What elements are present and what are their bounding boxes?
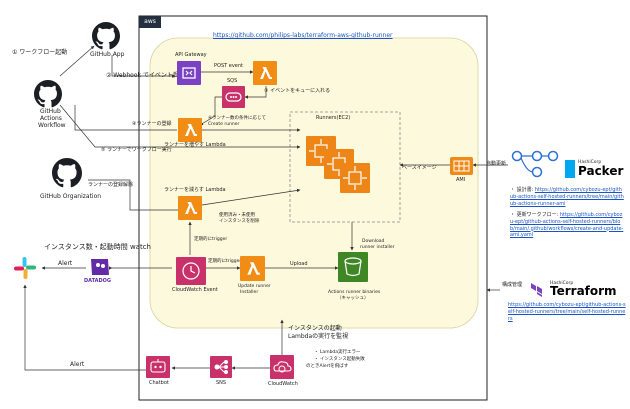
label-run-workflow: ⑤ ランナーでワークフロー実行 bbox=[101, 147, 172, 153]
label-deregister: ランナーの登録解除 bbox=[88, 182, 134, 188]
label-create-runner-1: ④ランナー数の条件に応じて bbox=[208, 116, 267, 121]
label-scale-up-lambda: ランナーを増やす Lambda bbox=[164, 142, 226, 148]
github-actions-label-2: Actions bbox=[40, 115, 62, 122]
label-watch-title: インスタンス数・起動時間 watch bbox=[44, 243, 151, 251]
label-err-3: のときAlertを飛ばす bbox=[306, 364, 349, 369]
label-download-1: Download bbox=[362, 239, 385, 244]
design-doc-label: ・ 設計書: bbox=[510, 187, 535, 193]
github-org-octocat-icon bbox=[52, 158, 82, 188]
cloudwatch-event-label: CloudWatch Event bbox=[172, 287, 218, 293]
label-base-image: ベースイメージ bbox=[402, 165, 437, 171]
update-installer-lambda-icon bbox=[240, 256, 265, 281]
label-scale-down-lambda: ランナーを減らす Lambda bbox=[164, 187, 226, 193]
github-app-label: GitHub App bbox=[90, 51, 125, 58]
webhook-lambda-icon bbox=[253, 61, 277, 85]
ami-label: AMI bbox=[456, 177, 466, 183]
slack-icon bbox=[14, 257, 36, 279]
terraform-brand: HashiCorp bbox=[550, 281, 574, 286]
design-doc-note: ・ 設計書: https://github.com/cybozu-ept/git… bbox=[510, 187, 625, 207]
label-create-runner-2: Create runner bbox=[208, 122, 240, 127]
terraform-label: Terraform bbox=[550, 284, 617, 298]
cloudwatch-label: CloudWatch bbox=[268, 381, 298, 387]
label-err-2: ・ インスタンス起動失敗 bbox=[314, 357, 365, 362]
runners-group-boundary bbox=[289, 111, 401, 223]
aws-logo: aws bbox=[139, 16, 161, 28]
packer-label: Packer bbox=[578, 164, 624, 178]
sns-label: SNS bbox=[216, 380, 227, 386]
ec2-instance-icon-3 bbox=[340, 163, 370, 193]
github-actions-label-3: Workflow bbox=[38, 122, 66, 129]
github-app-octocat-icon bbox=[92, 22, 120, 50]
label-err-1: ・ Lambda実行エラー bbox=[314, 350, 361, 355]
packer-brand: HashiCorp bbox=[578, 160, 602, 165]
s3-label-1: Actions runner binaries bbox=[328, 290, 381, 295]
repo-link[interactable]: https://github.com/philips-labs/terrafor… bbox=[213, 32, 393, 39]
sns-icon bbox=[210, 356, 232, 378]
sqs-queue-icon bbox=[222, 86, 245, 108]
label-periodic-trigger-2: 定期的にtrigger bbox=[208, 259, 242, 264]
api-gateway-label: API Gateway bbox=[175, 52, 207, 58]
cloudwatch-icon bbox=[270, 355, 294, 379]
s3-bucket-icon bbox=[338, 252, 368, 282]
aws-cloud-boundary bbox=[138, 15, 488, 401]
label-download-2: runner installer bbox=[360, 245, 395, 250]
label-post-event: POST event bbox=[214, 63, 244, 69]
datadog-label: DATADOG bbox=[84, 278, 112, 284]
ami-icon bbox=[450, 157, 473, 175]
aws-region-area bbox=[149, 37, 479, 329]
datadog-icon bbox=[88, 257, 112, 277]
label-register-runner: ④ランナーの登録 bbox=[132, 121, 172, 127]
label-alert-datadog: Alert bbox=[58, 260, 73, 267]
label-auto-update: 自動更新 bbox=[486, 161, 507, 167]
workflow-pipeline-icon bbox=[511, 150, 559, 178]
runners-label: Runners(EC2) bbox=[316, 115, 351, 121]
update-workflow-link[interactable]: https://github.com/cybozu-ept/github-act… bbox=[510, 212, 624, 239]
cloudwatch-event-icon bbox=[176, 257, 206, 285]
label-unused-2: インスタンスを削除 bbox=[219, 219, 260, 224]
api-gateway-icon bbox=[177, 61, 201, 85]
design-doc-link[interactable]: https://github.com/cybozu-ept/github-act… bbox=[510, 187, 624, 207]
update-installer-label-2: Installer bbox=[240, 290, 259, 295]
update-installer-label-1: Update runner bbox=[238, 284, 271, 289]
scale-up-lambda-icon bbox=[178, 118, 202, 142]
label-monitor-1: インスタンスの起動 bbox=[288, 325, 342, 332]
label-upload: Upload bbox=[290, 261, 308, 267]
label-periodic-trigger-1: 定期的にtrigger bbox=[194, 237, 228, 242]
label-config-mgmt: 構成管理 bbox=[502, 282, 523, 288]
chatbot-icon bbox=[146, 356, 170, 378]
github-org-label: GitHub Organization bbox=[40, 193, 102, 200]
label-unused-1: 使用済み・未使用 bbox=[219, 213, 255, 218]
github-actions-octocat-icon bbox=[34, 80, 62, 108]
packer-icon bbox=[565, 160, 575, 178]
github-actions-label-1: GitHub bbox=[40, 108, 61, 115]
chatbot-label: Chatbot bbox=[149, 380, 169, 386]
terraform-link[interactable]: https://github.com/cybozu-ept/github-act… bbox=[508, 302, 626, 322]
label-enqueue: ③ イベントをキューに入れる bbox=[264, 88, 331, 94]
s3-label-2: （キャッシュ） bbox=[337, 296, 369, 301]
label-alert-chatbot: Alert bbox=[70, 361, 85, 368]
update-workflow-note: ・ 更新ワークフロー: https://github.com/cybozu-ep… bbox=[510, 212, 625, 239]
scale-down-lambda-icon bbox=[178, 196, 202, 220]
update-workflow-label: ・ 更新ワークフロー: bbox=[510, 212, 560, 218]
label-monitor-2: Lambdaの実行を監視 bbox=[288, 333, 349, 340]
label-workflow-start: ① ワークフロー起動 bbox=[12, 49, 68, 56]
sqs-label: SQS bbox=[227, 78, 238, 84]
label-webhook: ② Webhook でイベント受信 bbox=[106, 72, 185, 79]
terraform-icon bbox=[531, 283, 543, 297]
